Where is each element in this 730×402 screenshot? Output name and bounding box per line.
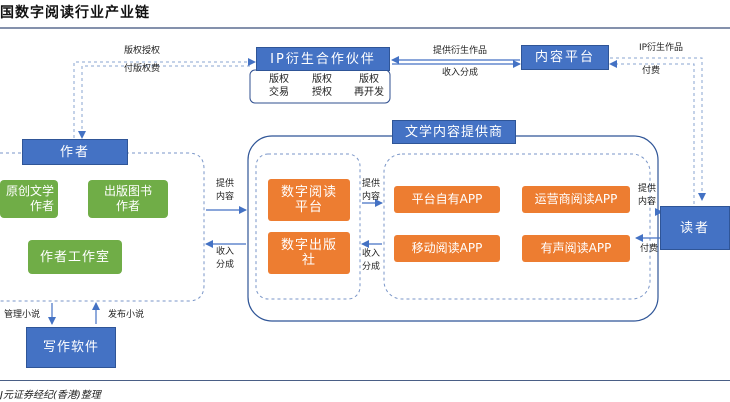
app-dashed-frame	[383, 153, 651, 300]
ip-item-2-bottom: 授权	[312, 87, 332, 98]
writing-software-node: 写作软件	[26, 327, 116, 368]
label-provide-content-2: 提供 内容	[361, 179, 380, 202]
label-revenue-share-1: 收入 分成	[215, 247, 234, 270]
author-dashed-frame	[0, 152, 205, 302]
label-copyright-auth: 版权授权	[123, 46, 160, 56]
digital-publisher-node: 数字出版 社	[268, 232, 350, 274]
source-note: J元证券经纪(香港)整理	[0, 390, 101, 401]
label-provide-derivative: 提供衍生作品	[432, 46, 487, 56]
ip-item-2-top: 版权	[312, 74, 332, 85]
literature-provider-node: 文学内容提供商	[392, 120, 516, 144]
ip-partner-node: IP衍生合作伙伴	[256, 47, 390, 71]
digital-platform-node: 数字阅读 平台	[268, 179, 350, 221]
ip-item-3-bottom: 再开发	[354, 87, 384, 98]
mobile-app-node: 移动阅读APP	[394, 235, 500, 262]
author-node: 作者	[22, 139, 128, 165]
publish-author-node: 出版图书 作者	[88, 180, 168, 218]
label-revenue-share-top: 收入分成	[441, 68, 478, 78]
operator-app-node: 运营商阅读APP	[522, 186, 630, 213]
author-studio-node: 作者工作室	[28, 240, 122, 274]
content-platform-node: 内容平台	[521, 45, 609, 70]
label-provide-content-3: 提供 内容	[637, 184, 656, 207]
label-revenue-share-2: 收入 分成	[361, 249, 380, 272]
platform-dashed-frame	[255, 153, 361, 300]
ip-item-3: 版权 再开发	[349, 73, 389, 99]
page-title: 国数字阅读行业产业链	[0, 5, 150, 21]
provider-frame	[247, 135, 659, 322]
own-app-node: 平台自有APP	[394, 186, 500, 213]
ip-item-1-top: 版权	[269, 74, 289, 85]
label-pay-fee-top: 付费	[641, 66, 660, 76]
ip-item-1: 版权 交易	[262, 73, 296, 99]
label-pay-fee-right: 付费	[639, 244, 658, 254]
audio-app-node: 有声阅读APP	[522, 235, 630, 262]
original-author-node: 原创文学 作者	[0, 180, 58, 218]
reader-node: 读者	[660, 206, 730, 250]
ip-item-1-bottom: 交易	[269, 87, 289, 98]
ip-item-3-top: 版权	[359, 74, 379, 85]
footer-rule	[0, 380, 730, 381]
label-manage-novel: 管理小说	[3, 310, 40, 320]
ip-item-2: 版权 授权	[305, 73, 339, 99]
label-ip-derivative: IP衍生作品	[638, 43, 684, 53]
label-provide-content-1: 提供 内容	[215, 179, 234, 202]
label-pay-copyright-fee: 付版权费	[123, 64, 160, 74]
label-publish-novel: 发布小说	[107, 310, 144, 320]
